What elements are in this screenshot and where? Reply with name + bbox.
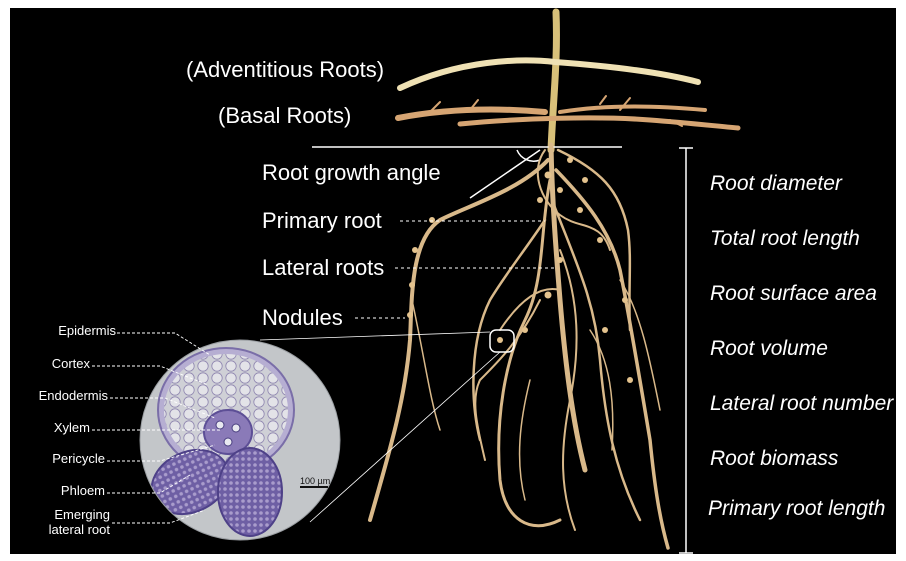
trait-primary-root-length: Primary root length (708, 497, 885, 521)
root-leaders (355, 221, 555, 318)
lateral-roots-label: Lateral roots (262, 255, 384, 281)
basal-roots (398, 96, 738, 128)
basal-roots-label: (Basal Roots) (218, 103, 351, 129)
growth-angle-label: Root growth angle (262, 160, 441, 186)
scale-bar-label: 100 µm (300, 476, 330, 486)
section-label-emerging-line2: lateral root (49, 522, 110, 537)
trait-root-volume: Root volume (710, 337, 828, 361)
trait-root-surface-area: Root surface area (710, 282, 877, 306)
traits-bracket (679, 148, 693, 553)
primary-root-label: Primary root (262, 208, 382, 234)
section-label-xylem: Xylem (54, 420, 90, 435)
section-label-phloem: Phloem (61, 483, 105, 498)
zoom-line-top (260, 332, 490, 340)
section-label-pericycle: Pericycle (52, 451, 105, 466)
section-label-endodermis: Endodermis (39, 388, 108, 403)
root-system (370, 145, 668, 548)
stem (551, 12, 556, 150)
section-label-cortex: Cortex (52, 356, 90, 371)
section-label-emerging: Emerging lateral root (49, 507, 110, 537)
trait-root-biomass: Root biomass (710, 447, 838, 471)
section-label-epidermis: Epidermis (58, 323, 116, 338)
cross-section (140, 340, 340, 540)
adventitious-root (400, 60, 698, 88)
section-label-emerging-line1: Emerging (49, 507, 110, 522)
trait-root-diameter: Root diameter (710, 172, 842, 196)
adventitious-roots-label: (Adventitious Roots) (186, 57, 384, 83)
trait-lateral-root-number: Lateral root number (710, 392, 893, 416)
trait-total-root-length: Total root length (710, 227, 860, 251)
nodules-label: Nodules (262, 305, 343, 331)
